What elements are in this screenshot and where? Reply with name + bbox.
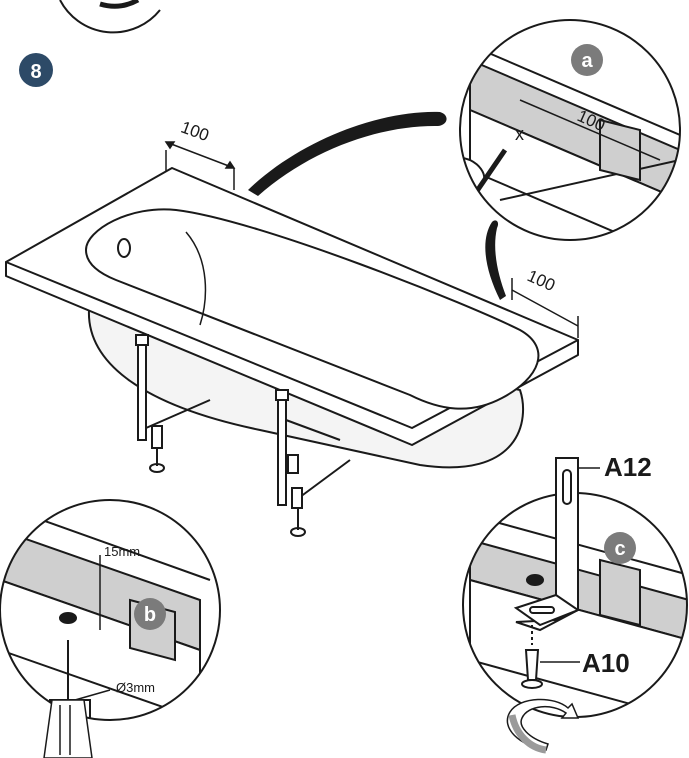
hole-diameter-label: Ø3mm [116, 680, 155, 695]
hole-depth-label: 15mm [104, 544, 140, 559]
dimension-right-label: 100 [524, 266, 558, 295]
part-a10-label: A10 [582, 648, 630, 678]
badges-b: b [144, 604, 156, 626]
dimension-top-left-label: 100 [178, 118, 211, 146]
detail-b-circle: b [0, 499, 221, 721]
part-a12-label: A12 [604, 452, 652, 482]
dimension-right [511, 278, 579, 338]
dimension-top-left [164, 141, 236, 190]
rotation-arrow-icon [506, 698, 580, 754]
badges-c: c [614, 538, 625, 560]
bathtub [5, 167, 579, 469]
step-number: 8 [30, 61, 41, 83]
badges-a: a [581, 50, 593, 72]
mark-x: x [515, 124, 524, 144]
bracket-a12 [513, 457, 581, 632]
pointer-arrows [248, 111, 506, 300]
drill-icon [43, 699, 93, 758]
bathtub-legs [135, 334, 351, 537]
step-number-badge: 8 [19, 53, 53, 87]
previous-step-fragment [59, 0, 161, 34]
detail-a-circle: x a [459, 19, 681, 241]
screw-a10 [521, 625, 543, 689]
